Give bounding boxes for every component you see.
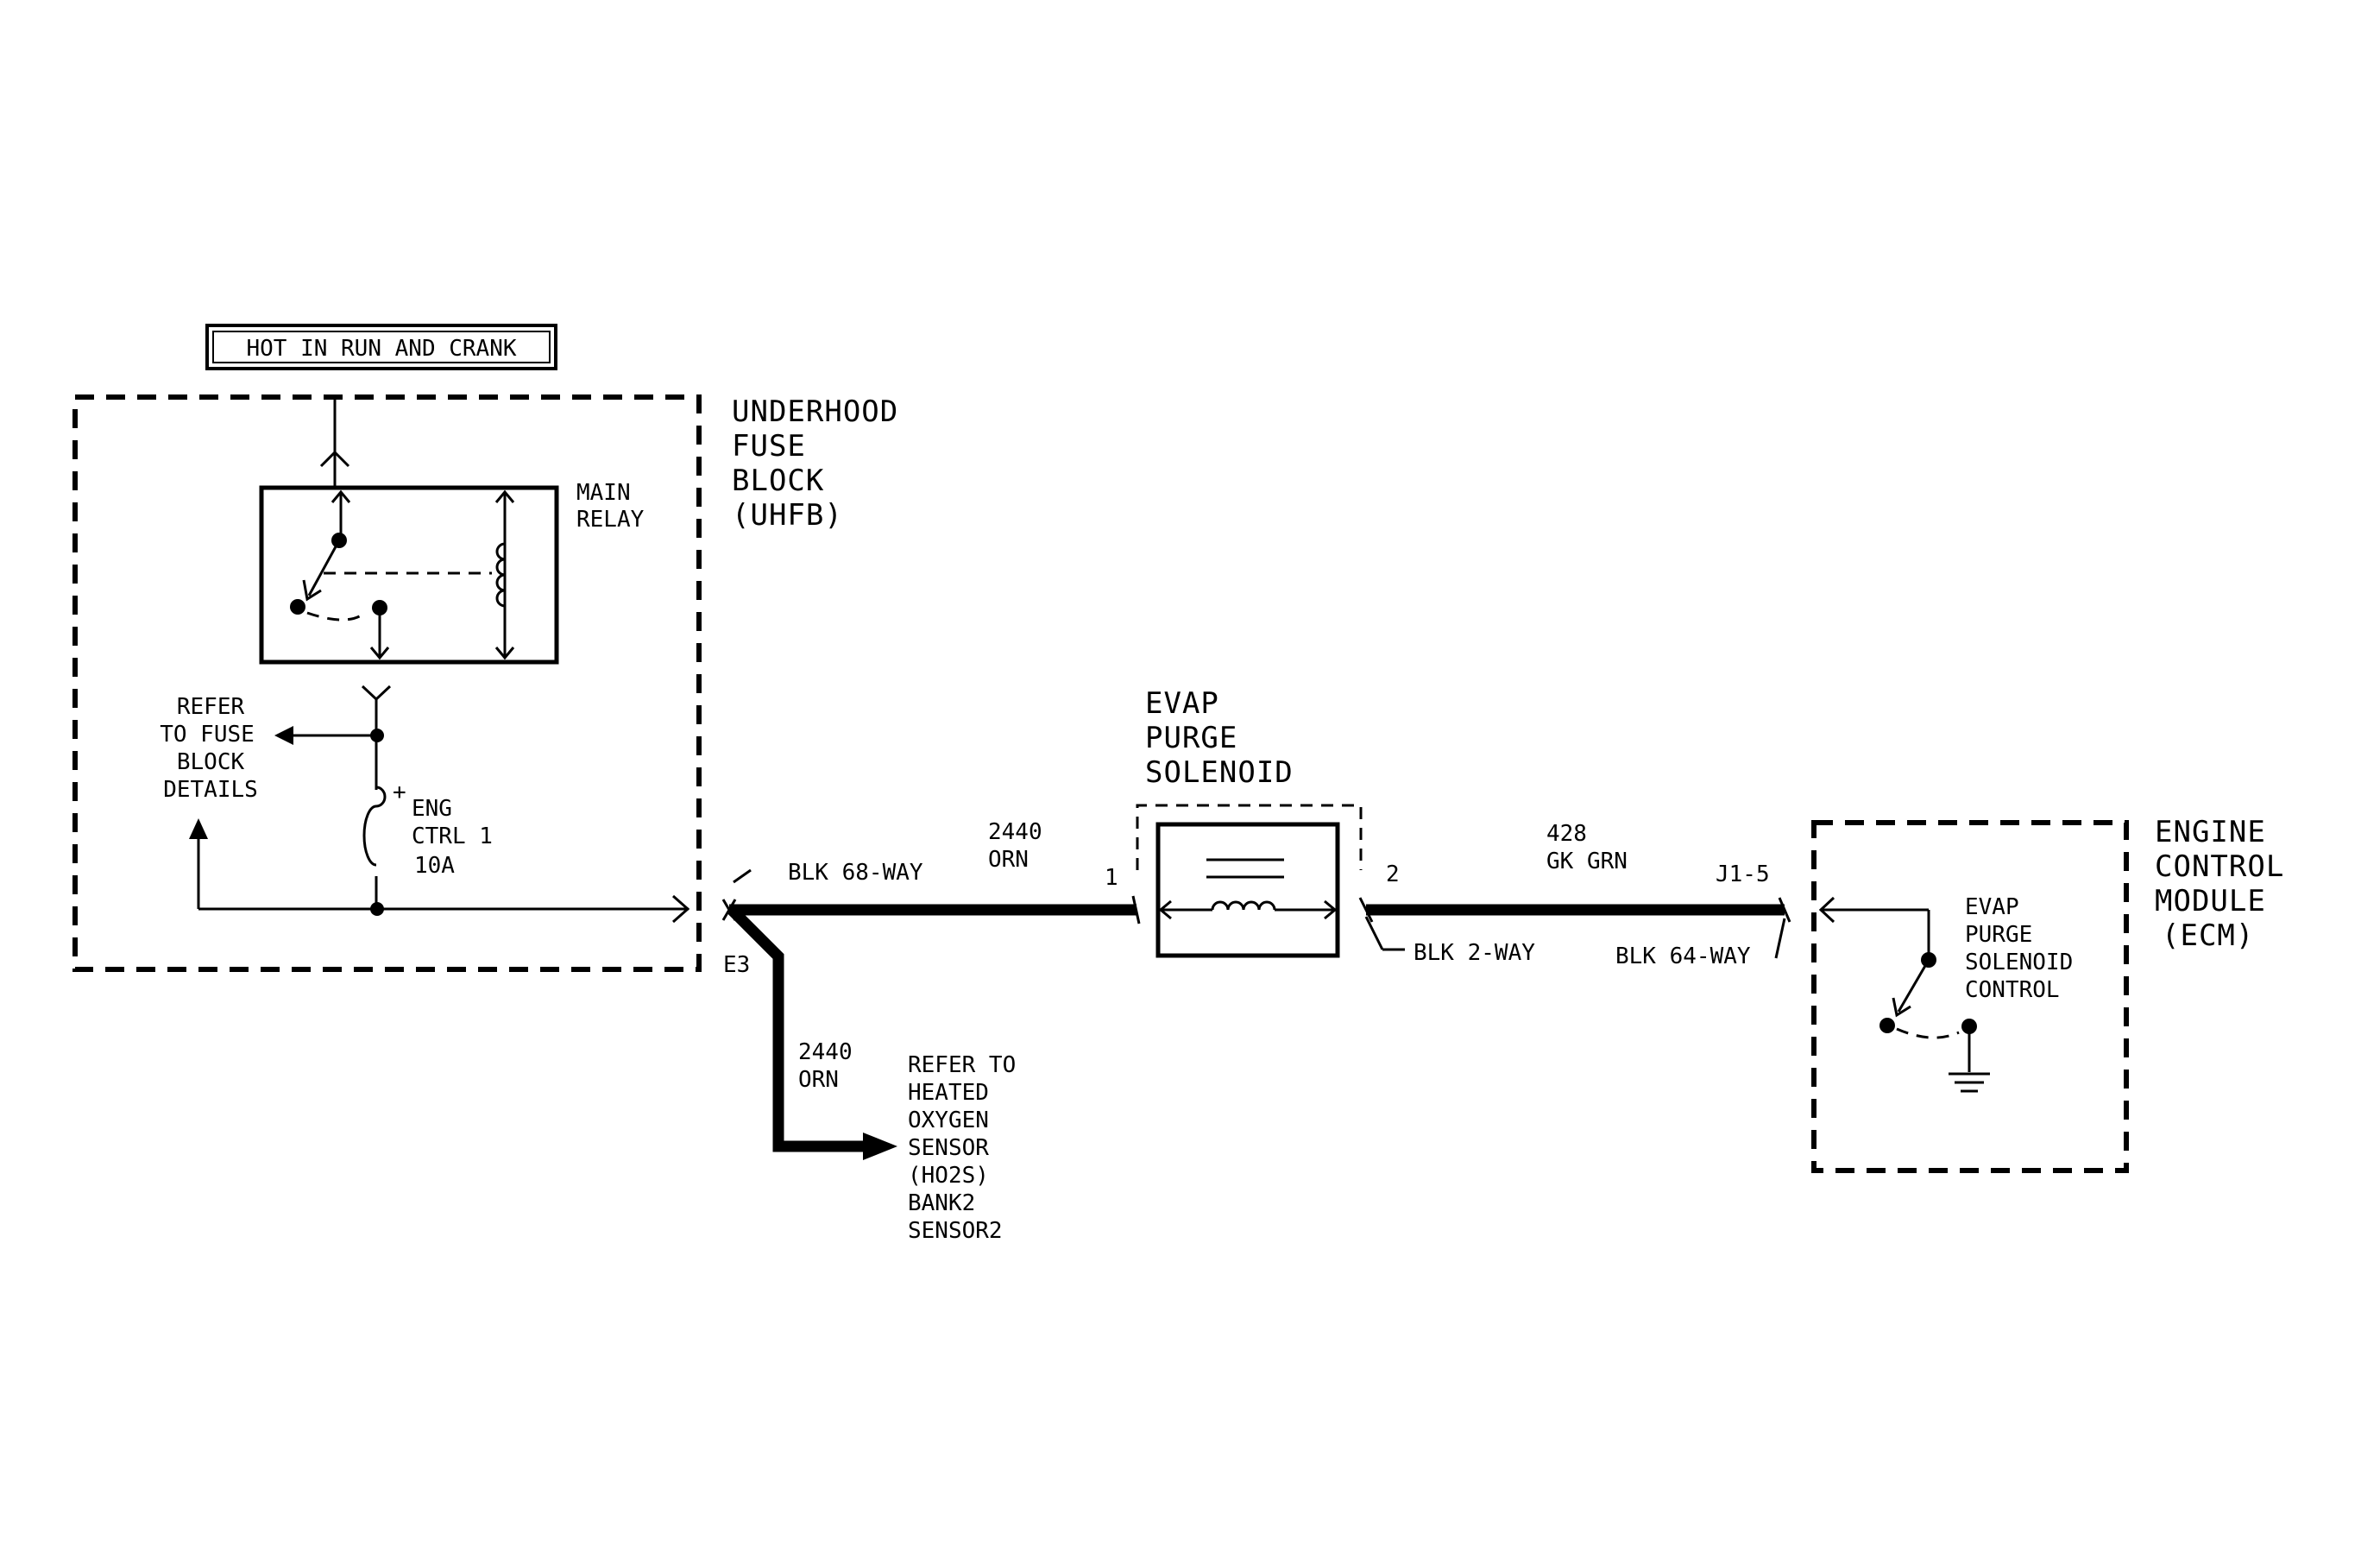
fuse-eng-ctrl-1: + <box>362 779 406 876</box>
ecm-label-line: ENGINE <box>2155 815 2266 849</box>
solenoid-label-line: PURGE <box>1145 721 1237 755</box>
refer-fuse-label: REFER TO FUSE BLOCK DETAILS <box>160 694 258 803</box>
refer-line: (HO2S) <box>908 1163 989 1189</box>
ecm-connector: BLK 64-WAY <box>1615 943 1751 969</box>
solenoid-pin-out: 2 <box>1386 861 1400 887</box>
solenoid-label: EVAP PURGE SOLENOID <box>1145 686 1294 790</box>
control-label-line: PURGE <box>1965 922 2032 948</box>
solenoid-label-line: SOLENOID <box>1145 755 1294 790</box>
refer-line: OXYGEN <box>908 1107 989 1133</box>
solenoid-pin-in: 1 <box>1105 865 1118 891</box>
uhfb-label-line: UNDERHOOD <box>732 394 898 429</box>
control-label-line: SOLENOID <box>1965 950 2073 975</box>
wire-color: GK GRN <box>1546 849 1628 874</box>
wire-circuit: 2440 <box>798 1039 853 1065</box>
splice-label: E3 <box>723 952 750 978</box>
relay-label: MAIN RELAY <box>576 480 645 533</box>
connector-leader <box>733 868 752 884</box>
refer-line: SENSOR <box>908 1135 989 1161</box>
control-label-line: CONTROL <box>1965 977 2060 1003</box>
connector-leader <box>1774 918 1786 959</box>
connector-leader <box>1364 916 1384 950</box>
refer-line: TO FUSE <box>160 722 255 748</box>
uhfb-box <box>72 394 702 972</box>
fuse-label: ENG CTRL 1 10A <box>412 796 493 879</box>
refer-line: SENSOR2 <box>908 1218 1003 1244</box>
wire-2440-branch <box>727 906 897 1160</box>
wire-circuit: 2440 <box>988 819 1042 845</box>
uhfb-label-line: BLOCK <box>732 464 824 498</box>
power-source-label: HOT IN RUN AND CRANK <box>246 336 516 362</box>
wire-ecm-label: 428 GK GRN <box>1546 821 1628 874</box>
uhfb-output-wire <box>189 818 690 924</box>
ecm-label-line: CONTROL <box>2155 849 2284 884</box>
refer-ho2s-label: REFER TO HEATED OXYGEN SENSOR (HO2S) BAN… <box>908 1052 1016 1244</box>
fuse-polarity: + <box>393 779 406 805</box>
relay-label-line: RELAY <box>576 507 645 533</box>
refer-line: BLOCK <box>177 749 245 775</box>
uhfb-label: UNDERHOOD FUSE BLOCK (UHFB) <box>732 394 898 533</box>
uhfb-label-line: FUSE <box>732 429 806 464</box>
wire-branch-label: 2440 ORN <box>798 1039 853 1093</box>
connector-uhfb: BLK 68-WAY <box>788 860 923 886</box>
refer-line: DETAILS <box>163 777 258 803</box>
wire-color: ORN <box>988 847 1029 873</box>
power-source-box: HOT IN RUN AND CRANK <box>205 324 557 370</box>
refer-line: BANK2 <box>908 1190 975 1216</box>
fuse-label-line: CTRL 1 <box>412 824 493 849</box>
ecm-control-switch <box>1818 896 1977 1072</box>
power-in-connector <box>319 399 350 488</box>
fuse-label-line: ENG <box>412 796 452 822</box>
ground-icon <box>1949 1072 1990 1093</box>
wire-color: ORN <box>798 1067 839 1093</box>
ecm-label-line: MODULE <box>2155 884 2266 918</box>
refer-line: REFER TO <box>908 1052 1016 1078</box>
ecm-box <box>1811 820 2129 1173</box>
ecm-pin: J1-5 <box>1716 861 1770 887</box>
main-relay <box>259 485 559 665</box>
evap-purge-solenoid <box>1136 804 1363 958</box>
wire-428 <box>1358 897 1791 923</box>
refer-line: REFER <box>177 694 245 720</box>
solenoid-label-line: EVAP <box>1145 686 1219 721</box>
wire-circuit: 428 <box>1546 821 1587 847</box>
control-label-line: EVAP <box>1965 894 2019 920</box>
uhfb-label-line: (UHFB) <box>732 498 843 533</box>
ecm-control-label: EVAP PURGE SOLENOID CONTROL <box>1965 894 2073 1003</box>
wire-main-label: 2440 ORN <box>988 819 1042 873</box>
fuse-label-line: 10A <box>414 853 455 879</box>
ecm-label-line: (ECM) <box>2162 918 2254 953</box>
refer-line: HEATED <box>908 1080 989 1106</box>
wire-2440-main <box>721 895 1141 924</box>
ecm-label: ENGINE CONTROL MODULE (ECM) <box>2155 815 2284 953</box>
relay-label-line: MAIN <box>576 480 631 506</box>
solenoid-connector: BLK 2-WAY <box>1414 940 1535 966</box>
